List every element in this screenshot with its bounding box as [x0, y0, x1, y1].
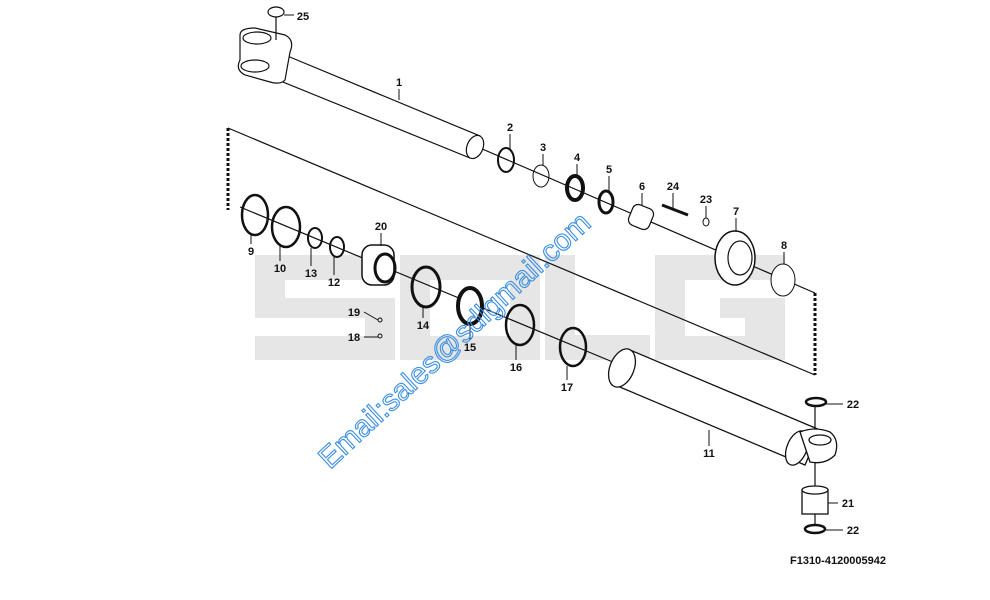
callout-24: 24	[667, 181, 680, 193]
callout-15: 15	[464, 342, 476, 354]
callout-11: 11	[703, 448, 715, 460]
callout-23: 23	[700, 194, 712, 206]
callout-2: 2	[507, 122, 513, 134]
callout-4: 4	[574, 152, 581, 164]
callout-19: 19	[348, 307, 360, 319]
callout-5: 5	[606, 164, 612, 176]
leader-lines	[250, 14, 843, 531]
callout-22-bottom: 22	[847, 525, 859, 537]
callout-10: 10	[274, 263, 286, 275]
callout-12: 12	[328, 277, 340, 289]
callout-17: 17	[561, 382, 573, 394]
piston-rod	[237, 6, 485, 160]
figure-id: F1310-4120005942	[790, 555, 886, 567]
callout-18: 18	[348, 332, 360, 344]
cylinder-tube	[607, 348, 838, 535]
callout-16: 16	[510, 362, 522, 374]
callout-1: 1	[396, 77, 402, 89]
callout-3: 3	[540, 142, 546, 154]
callout-20: 20	[375, 221, 387, 233]
callout-labels: 1 2 3 4 5 6 7 8 9 10 11 12 13 14 15 16 1…	[248, 11, 859, 537]
callout-22-top: 22	[847, 399, 859, 411]
callout-13: 13	[305, 268, 317, 280]
callout-14: 14	[417, 320, 430, 332]
callout-8: 8	[781, 240, 787, 252]
seal-rings	[240, 147, 796, 368]
callout-9: 9	[248, 246, 254, 258]
callout-25: 25	[297, 11, 309, 23]
callout-7: 7	[733, 206, 739, 218]
callout-6: 6	[639, 181, 645, 193]
callout-21: 21	[842, 498, 854, 510]
